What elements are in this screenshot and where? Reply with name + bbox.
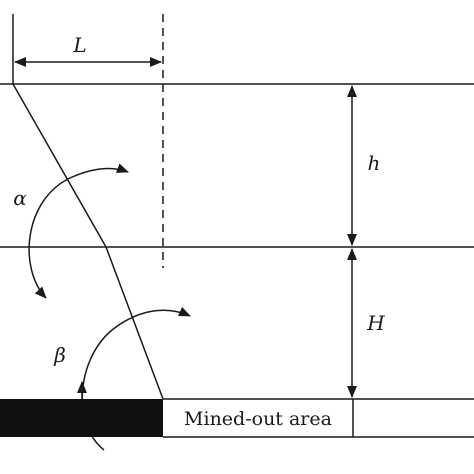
h-label: h [368,151,381,175]
subsidence-boundary-line [12,83,164,400]
H-label: H [366,311,385,335]
L-label: L [72,33,86,57]
alpha-label: α [13,186,27,210]
coal-seam-block [0,399,163,437]
alpha-angle-arc [28,163,129,299]
mined-out-area-label: Mined-out area [184,408,332,430]
beta-label: β [53,343,66,367]
